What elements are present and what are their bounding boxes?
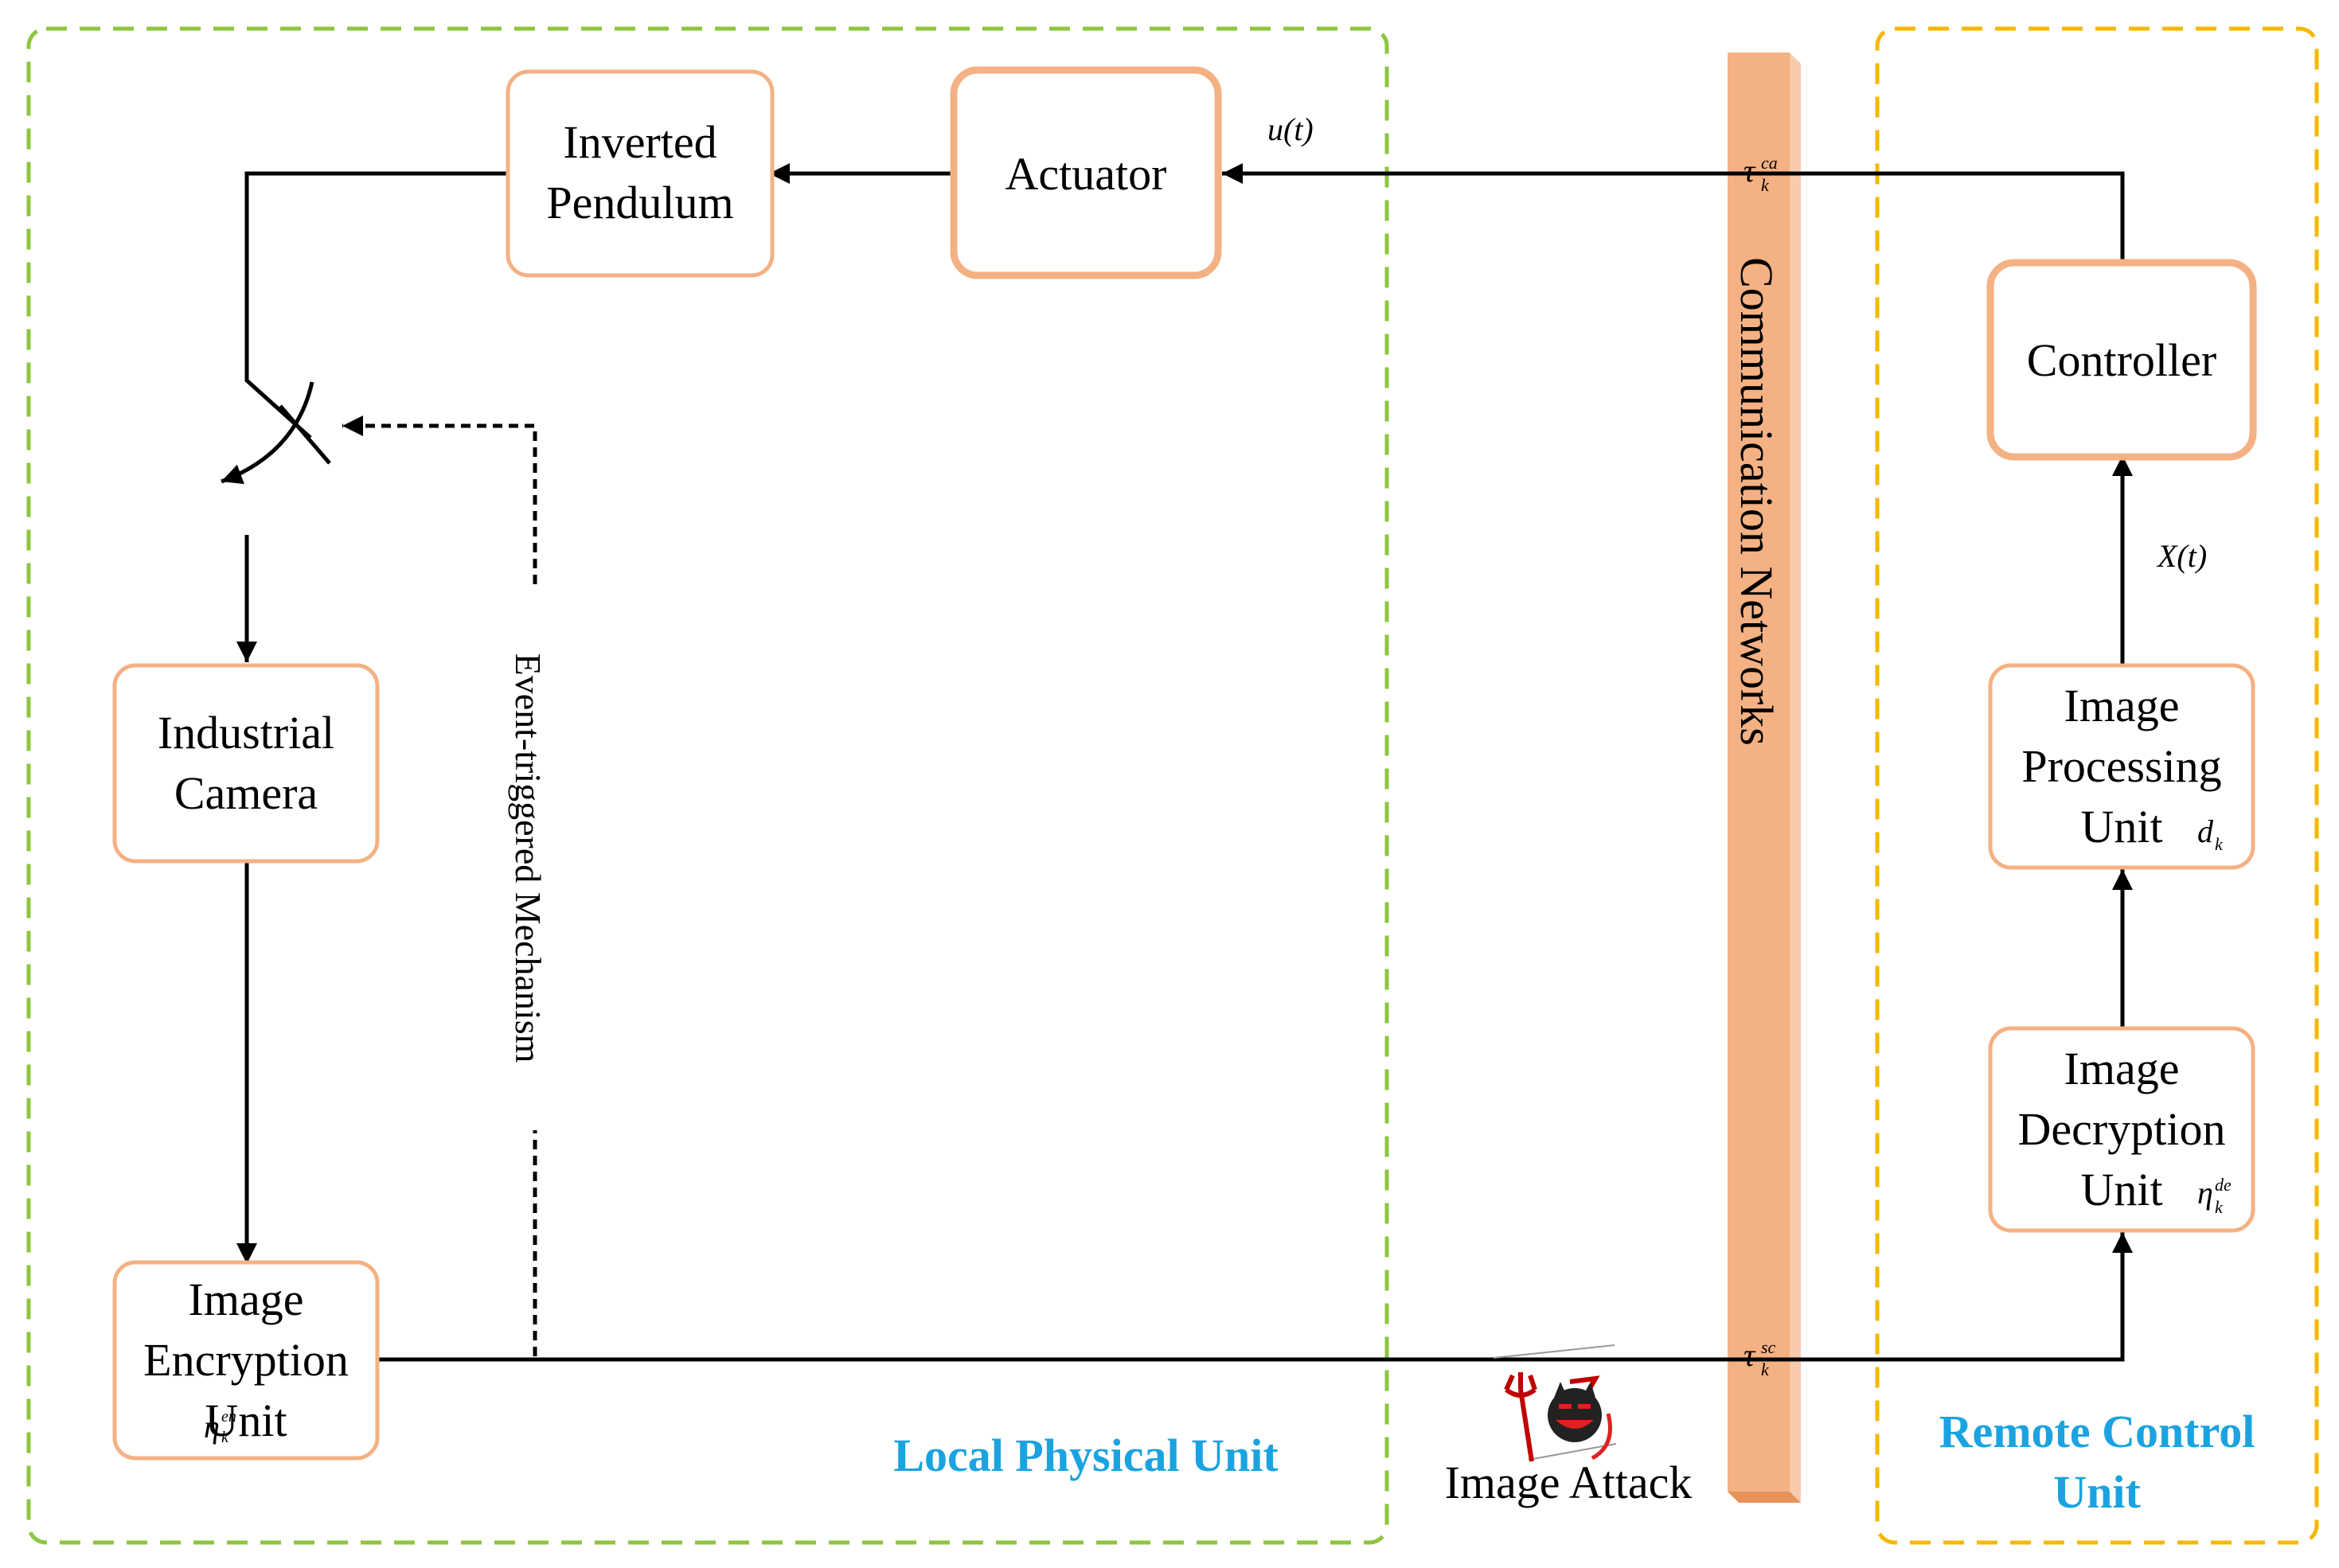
image-decryption-block: Image Decryption Unit bbox=[1988, 1026, 2255, 1233]
image-encryption-block: Image Encryption Unit bbox=[112, 1260, 380, 1461]
remote-control-unit-label-2: Unit bbox=[2053, 1466, 2141, 1518]
svg-text:ca: ca bbox=[1761, 153, 1778, 173]
eta-en-label: η en k bbox=[204, 1408, 236, 1446]
svg-text:η: η bbox=[2197, 1175, 2213, 1211]
camera-line-1: Industrial bbox=[158, 707, 334, 759]
processing-line-1: Image bbox=[2064, 680, 2180, 731]
connections bbox=[221, 163, 2133, 1362]
decryption-line-2: Decryption bbox=[2018, 1103, 2226, 1155]
network-label: Communication Networks bbox=[1731, 257, 1783, 746]
processing-line-2: Processing bbox=[2021, 740, 2221, 792]
svg-text:k: k bbox=[2215, 834, 2224, 854]
pendulum-line-2: Pendulum bbox=[546, 177, 733, 228]
switch-cross bbox=[279, 404, 331, 465]
encryption-line-1: Image bbox=[189, 1274, 304, 1325]
switch-arc bbox=[221, 381, 314, 485]
controller-label: Controller bbox=[2027, 334, 2216, 386]
devil-hacker-icon bbox=[1493, 1344, 1617, 1462]
svg-text:sc: sc bbox=[1761, 1337, 1776, 1357]
image-processing-block: Image Processing Unit bbox=[1988, 663, 2255, 870]
local-physical-unit-region bbox=[26, 26, 1389, 1545]
d-k-label: d k bbox=[2197, 813, 2224, 854]
inverted-pendulum-block: Inverted Pendulum bbox=[506, 69, 775, 278]
pendulum-to-switch-line bbox=[244, 171, 508, 439]
svg-text:k: k bbox=[1761, 1359, 1770, 1379]
industrial-camera-block: Industrial Camera bbox=[112, 663, 380, 864]
x-t-label: X(t) bbox=[2156, 538, 2207, 574]
svg-text:η: η bbox=[204, 1409, 220, 1445]
remote-control-unit-label-1: Remote Control bbox=[1939, 1406, 2255, 1457]
svg-text:τ: τ bbox=[1744, 1337, 1756, 1373]
pendulum-line-1: Inverted bbox=[563, 116, 717, 168]
svg-text:d: d bbox=[2197, 813, 2214, 849]
encryption-line-3: Unit bbox=[205, 1394, 287, 1446]
image-attack-label: Image Attack bbox=[1445, 1457, 1693, 1508]
local-physical-unit-label: Local Physical Unit bbox=[893, 1430, 1279, 1481]
decryption-line-1: Image bbox=[2064, 1043, 2180, 1094]
encryption-to-decryption-line bbox=[377, 1232, 2133, 1362]
camera-line-2: Camera bbox=[174, 767, 318, 819]
actuator-label: Actuator bbox=[1005, 148, 1167, 200]
svg-text:de: de bbox=[2215, 1175, 2232, 1195]
eta-de-label: η de k bbox=[2197, 1175, 2232, 1217]
encryption-line-2: Encryption bbox=[143, 1334, 349, 1386]
communication-network-bar: Communication Networks bbox=[1728, 53, 1801, 1503]
svg-text:k: k bbox=[1761, 175, 1770, 195]
event-trigger-label: Event-triggered Mechanism bbox=[508, 653, 549, 1063]
svg-text:k: k bbox=[2215, 1197, 2224, 1217]
controller-to-actuator-line bbox=[1222, 163, 2125, 263]
u-t-label: u(t) bbox=[1267, 111, 1314, 147]
event-trigger-path bbox=[342, 415, 537, 1356]
remote-control-unit-region bbox=[1875, 26, 2319, 1545]
controller-block: Controller bbox=[1986, 259, 2257, 461]
svg-text:k: k bbox=[221, 1429, 229, 1446]
tau-ca-label: τ ca k bbox=[1744, 153, 1778, 195]
actuator-block: Actuator bbox=[950, 66, 1222, 279]
svg-text:en: en bbox=[221, 1408, 236, 1426]
decryption-line-3: Unit bbox=[2080, 1164, 2162, 1215]
processing-line-3: Unit bbox=[2080, 801, 2162, 852]
svg-text:τ: τ bbox=[1744, 153, 1756, 189]
tau-sc-label: τ sc k bbox=[1744, 1337, 1776, 1379]
